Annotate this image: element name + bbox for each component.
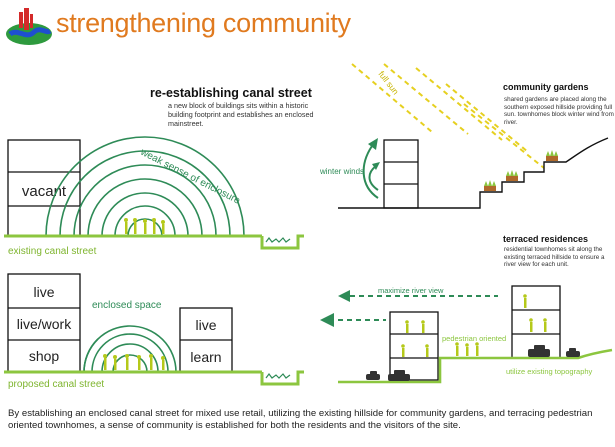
pedestrian-oriented-label: pedestrian oriented [442, 334, 506, 343]
caption-paragraph: By establishing an enclosed canal street… [8, 408, 593, 431]
existing-canal-diagram: vacant weak sense of enclosure existing … [4, 136, 304, 257]
canal-river-logo-icon [6, 8, 52, 45]
proposed-street-label: proposed canal street [8, 379, 104, 390]
terraced-heading: terraced residences [503, 234, 589, 244]
pedestrians [124, 218, 165, 234]
proposed-canal-diagram: live live/work shop live learn enclosed … [4, 273, 304, 390]
sun-rays [351, 63, 545, 169]
floor-live-right-label: live [195, 317, 216, 333]
terraced-description: residential townhomes sit along the exis… [504, 246, 605, 269]
floor-livework-label: live/work [17, 316, 72, 332]
terraced-residences-diagram: maximize river view pedestrian oriented … [320, 285, 613, 384]
gardens-heading: community gardens [503, 82, 589, 92]
floor-learn-label: learn [190, 349, 221, 365]
floor-live-label: live [33, 284, 54, 300]
view-arrow-head [338, 290, 350, 302]
vacant-label: vacant [22, 183, 67, 200]
existing-street-label: existing canal street [8, 246, 97, 257]
terraced-ground [338, 348, 613, 384]
canal-description: a new block of buildings sits within a h… [168, 101, 314, 128]
floor-shop-label: shop [29, 348, 60, 364]
full-sun-label: full sun [376, 69, 401, 97]
residents [401, 294, 547, 357]
community-gardens-diagram: full sun winter winds [319, 63, 609, 209]
page-title: strengthening community [56, 8, 351, 38]
pedestrians [103, 354, 165, 370]
enclosed-space-label: enclosed space [92, 300, 162, 311]
canal-heading: re-establishing canal street [150, 86, 312, 100]
hillside-terrain [338, 137, 609, 209]
view-arrow-head-lower [320, 313, 334, 327]
utilize-topography-label: utilize existing topography [506, 367, 593, 376]
enclosure-arcs [45, 136, 245, 237]
garden-plants [484, 150, 558, 191]
lower-townhome [389, 311, 439, 381]
townhome-building [383, 139, 419, 209]
gardens-description: shared gardens are placed along the sout… [504, 96, 614, 126]
cars [366, 345, 580, 381]
winter-winds-label: winter winds [319, 167, 364, 176]
wind-arrows [362, 145, 379, 199]
weak-enclosure-label: weak sense of enclosure [138, 146, 242, 206]
maximize-view-label: maximize river view [378, 286, 444, 295]
